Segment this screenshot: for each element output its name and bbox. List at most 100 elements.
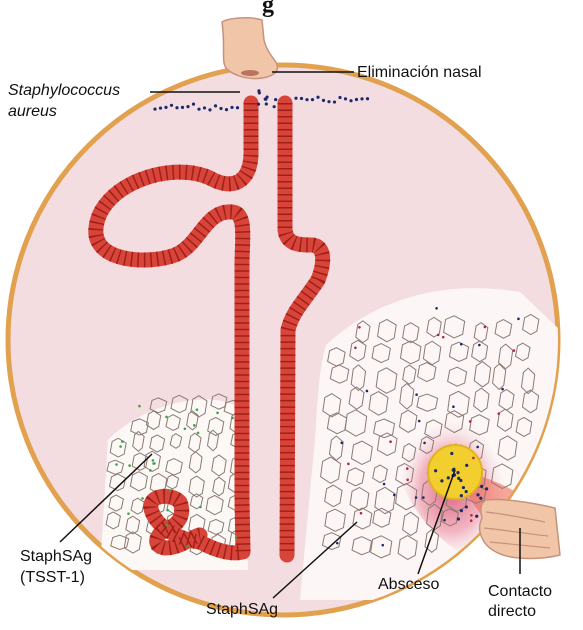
bacterium: [169, 489, 172, 492]
bacterium: [197, 432, 200, 435]
bacterium: [316, 96, 319, 99]
bacterium: [460, 509, 463, 512]
bacterium: [355, 98, 358, 101]
bacterium: [383, 483, 386, 486]
bacterium: [443, 519, 446, 522]
abscess-bacterium: [434, 469, 437, 472]
bacterium: [208, 108, 211, 111]
bacterium: [305, 98, 308, 101]
bacterium: [236, 106, 239, 109]
bacterium: [460, 343, 463, 346]
bacterium: [360, 97, 363, 100]
bacterium: [442, 336, 445, 339]
bacterium: [465, 505, 468, 508]
bacterium: [119, 445, 122, 448]
bacterium: [166, 524, 169, 527]
label-contact-line2: directo: [488, 603, 536, 620]
abscess-bacterium: [459, 479, 462, 482]
bacterium: [186, 105, 189, 108]
bacterium: [181, 106, 184, 109]
bacterium: [152, 459, 155, 462]
bacterium: [338, 96, 341, 99]
label-bacteria-line2: aureus: [8, 103, 57, 120]
bacterium: [184, 427, 187, 430]
bacterium: [354, 346, 357, 349]
bacterium: [336, 542, 339, 545]
bacterium: [485, 487, 488, 490]
bacterium: [196, 408, 199, 411]
bacterium: [153, 107, 156, 110]
bacterium: [476, 446, 479, 449]
bacterium: [141, 497, 144, 500]
bacterium: [415, 393, 418, 396]
bacterium: [381, 544, 384, 547]
bacterium: [470, 514, 473, 517]
bacterium: [175, 106, 178, 109]
bacterium: [470, 519, 473, 522]
bacterium: [358, 326, 361, 329]
label-contact-line1: Contacto: [488, 583, 552, 600]
bacterium: [501, 388, 504, 391]
bacterium: [203, 106, 206, 109]
label-staphsag-center: StaphSAg: [206, 601, 278, 618]
bacterium: [366, 390, 369, 393]
bacterium: [257, 89, 260, 92]
bacterium: [415, 496, 418, 499]
bacterium: [193, 424, 196, 427]
bacterium: [230, 106, 233, 109]
bacterium: [149, 469, 152, 472]
bacterium: [349, 99, 352, 102]
bacterium: [480, 485, 483, 488]
bacterium: [127, 512, 130, 515]
abscess-bacterium: [465, 464, 468, 467]
bacterium: [197, 108, 200, 111]
bacterium: [462, 486, 465, 489]
bacterium: [322, 99, 325, 102]
bacterium: [344, 97, 347, 100]
bacterium: [513, 349, 516, 352]
bacterium: [422, 496, 425, 499]
bacterium: [476, 493, 479, 496]
bacterium: [300, 97, 303, 100]
bacterium: [435, 307, 438, 310]
abscess-bacterium: [456, 471, 459, 474]
bacterium: [469, 420, 472, 423]
bacterium: [152, 462, 155, 465]
label-nasal-elimination: Eliminación nasal: [357, 64, 482, 81]
bacterium: [389, 440, 392, 443]
bacterium: [199, 506, 202, 509]
bacterium: [273, 105, 276, 108]
nose-icon: [222, 18, 277, 79]
abscess-bacterium: [447, 476, 450, 479]
bacterium: [192, 103, 195, 106]
bacterium: [235, 537, 238, 540]
bacterium: [159, 106, 162, 109]
bacterium: [294, 97, 297, 100]
bacterium: [225, 108, 228, 111]
bacterium: [360, 512, 363, 515]
bacterium: [393, 494, 396, 497]
bacterium: [257, 103, 260, 106]
bacterium: [128, 464, 131, 467]
bacterium: [366, 97, 369, 100]
bacterium: [406, 478, 409, 481]
bacterium: [327, 100, 330, 103]
label-staphsag-tsst-line2: (TSST-1): [20, 569, 85, 586]
label-abscess: Absceso: [378, 576, 439, 593]
bacterium: [340, 442, 343, 445]
bacterium: [452, 405, 455, 408]
bacterium: [465, 490, 468, 493]
bacterium: [460, 494, 463, 497]
label-staphsag-tsst-line1: StaphSAg: [20, 548, 92, 565]
bacterium: [418, 420, 421, 423]
bacterium: [472, 457, 475, 460]
bacterium: [517, 318, 520, 321]
bacterium: [138, 405, 141, 408]
bacterium: [231, 417, 234, 420]
bacterium: [170, 104, 173, 107]
bacterium: [347, 463, 350, 466]
bacterium: [457, 517, 460, 520]
bacterium: [497, 412, 500, 415]
abscess-bacterium: [450, 452, 453, 455]
